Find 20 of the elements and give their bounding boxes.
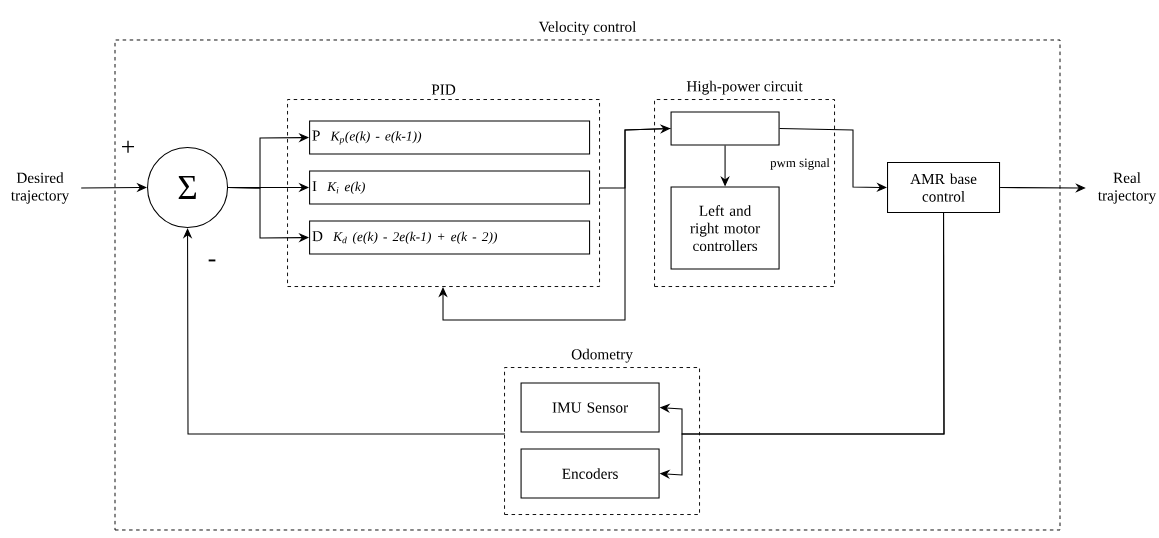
block-box: Encoders [520,448,660,499]
block-box: AMR base control [887,162,1001,214]
edge-label: + [122,140,135,153]
block-box: Left and right motor controllers [670,186,780,270]
group-title: Odometry [571,348,633,363]
term-box: D K$_{d}$ (e(k) - 2e(k-1) + e(k - 2)) [309,220,591,255]
signal-label: Real trajectory [1097,172,1157,204]
edge-label: - [208,259,216,262]
group-title: High-power circuit [686,80,803,95]
arrow [182,228,506,435]
group-title: PID [431,84,456,95]
arrow [438,128,672,321]
group-title: Velocity control [538,21,637,36]
term-box: I K$_{i}$ e(k) [309,170,591,205]
term-box: P K$_{p}$(e(k) - e(k-1)) [309,120,591,155]
block-box [670,111,780,146]
edge-label: pwm signal [770,158,830,170]
signal-label: Desired trajectory [11,172,70,204]
block-box: IMU Sensor [520,382,660,433]
summing-junction: Σ [147,147,229,229]
